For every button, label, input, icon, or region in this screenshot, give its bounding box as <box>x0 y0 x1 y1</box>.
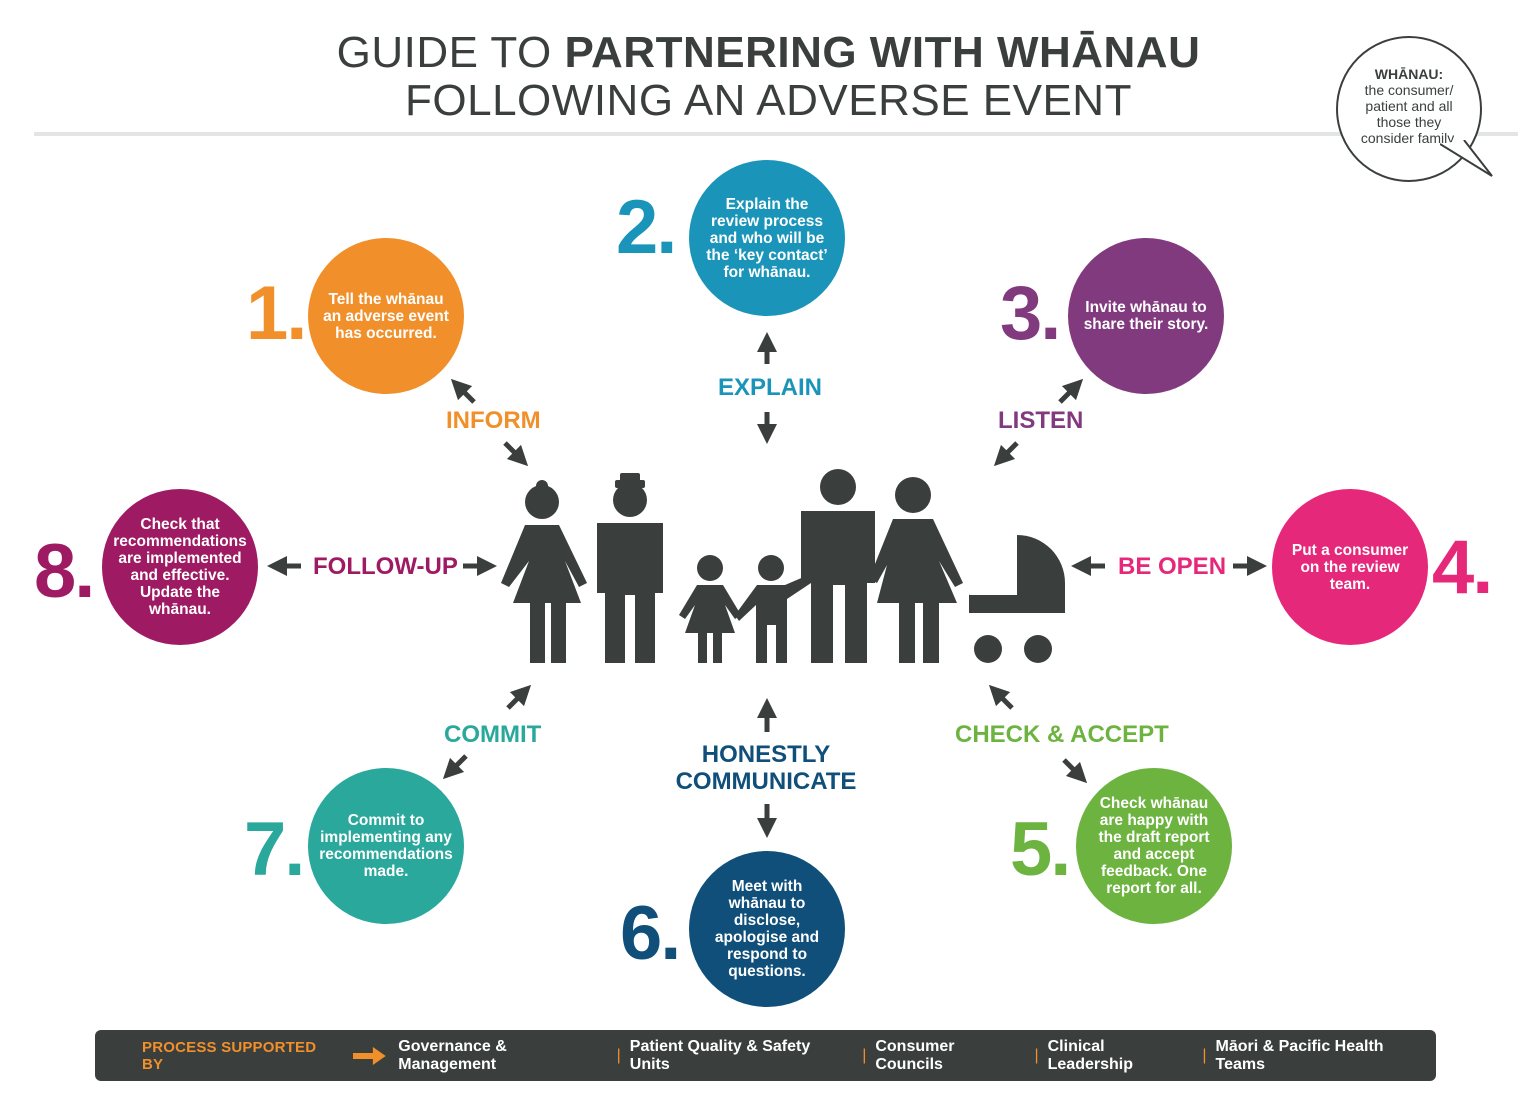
step-6-number: 6. <box>620 891 681 976</box>
step-6-label-line-1: HONESTLY <box>701 741 831 768</box>
step-6-circle: Meet with whānau to disclose, apologise … <box>689 851 845 1007</box>
boy-figure-icon <box>735 555 817 663</box>
girl-figure-icon <box>679 555 741 663</box>
step-3-label: LISTEN <box>998 407 1084 434</box>
definition-term: WHĀNAU: <box>1374 66 1444 82</box>
step-2-label: EXPLAIN <box>718 374 823 401</box>
step-7-circle: Commit to implementing any recommendatio… <box>308 768 464 924</box>
woman-figure-icon <box>869 477 963 663</box>
step-7-number: 7. <box>244 807 305 892</box>
speech-tail-icon <box>1440 140 1493 177</box>
step-2-number: 2. <box>616 185 677 270</box>
definition-bubble: WHĀNAU: the consumer/ patient and all th… <box>1336 36 1482 182</box>
step-4-number: 4. <box>1432 525 1493 610</box>
footer-separator: | <box>862 1046 867 1064</box>
footer-item-governance: Governance & Management <box>398 1037 507 1073</box>
step-8-label: FOLLOW-UP <box>313 553 458 580</box>
footer-item-patient-quality: Patient Quality & Safety Units <box>629 1037 811 1073</box>
man-with-hat-figure-icon <box>597 473 663 663</box>
step-4-circle: Put a consumer on the review team. <box>1272 489 1428 645</box>
footer-item-maori-pacific: Māori & Pacific Health Teams <box>1215 1037 1384 1073</box>
step-1-circle: Tell the whānau an adverse event has occ… <box>308 238 464 394</box>
title-divider <box>34 132 1518 136</box>
footer-separator: | <box>616 1046 621 1064</box>
step-7-label: COMMIT <box>444 721 542 748</box>
arrow-check-up-icon <box>988 684 1014 710</box>
step-5-number: 5. <box>1010 807 1071 892</box>
step-1-number: 1. <box>246 271 307 356</box>
footer-separator: | <box>1202 1046 1207 1064</box>
woman-figure-icon <box>501 480 587 663</box>
step-3-circle: Invite whānau to share their story. <box>1068 238 1224 394</box>
step-5-circle: Check whānau are happy with the draft re… <box>1076 768 1232 924</box>
footer-separator: | <box>1034 1046 1039 1064</box>
arrow-listen-down-icon <box>993 441 1019 467</box>
man-figure-icon <box>801 469 875 663</box>
step-8-number: 8. <box>34 529 95 614</box>
title-bold: PARTNERING WITH WHĀNAU <box>564 28 1201 77</box>
arrow-inform-down-icon <box>503 441 529 467</box>
arrow-listen-up-icon <box>1058 378 1084 404</box>
footer-lead: PROCESS SUPPORTED BY <box>142 1038 317 1073</box>
footer-item-consumer-councils: Consumer Councils <box>875 1037 955 1073</box>
arrow-commit-up-icon <box>506 684 532 710</box>
arrow-inform-up-icon <box>450 378 476 404</box>
title-line-2: FOLLOWING AN ADVERSE EVENT <box>405 76 1132 125</box>
step-5-label: CHECK & ACCEPT <box>955 721 1169 748</box>
step-1-label: INFORM <box>446 407 541 434</box>
pram-icon <box>969 535 1065 663</box>
title-line-1: GUIDE TO PARTNERING WITH WHĀNAU <box>0 28 1537 78</box>
step-3-number: 3. <box>1000 271 1061 356</box>
whanau-family-figures-icon <box>501 469 1065 663</box>
step-4-label: BE OPEN <box>1118 553 1227 580</box>
step-6-label-line-2: COMMUNICATE <box>675 768 857 795</box>
footer-item-clinical-leadership: Clinical Leadership <box>1047 1037 1133 1073</box>
step-2-circle: Explain the review process and who will … <box>689 160 845 316</box>
footer-bar: PROCESS SUPPORTED BY Governance & Manage… <box>95 1030 1436 1081</box>
orange-arrow-icon <box>352 1046 386 1065</box>
step-8-circle: Check that recommendations are implement… <box>102 489 258 645</box>
arrow-check-down-icon <box>1062 758 1088 784</box>
step-6-label: HONESTLY COMMUNICATE <box>666 741 866 795</box>
title-light: GUIDE TO <box>336 28 565 77</box>
arrow-commit-down-icon <box>442 754 468 780</box>
definition-text: the consumer/ patient and all those they… <box>1360 82 1458 146</box>
